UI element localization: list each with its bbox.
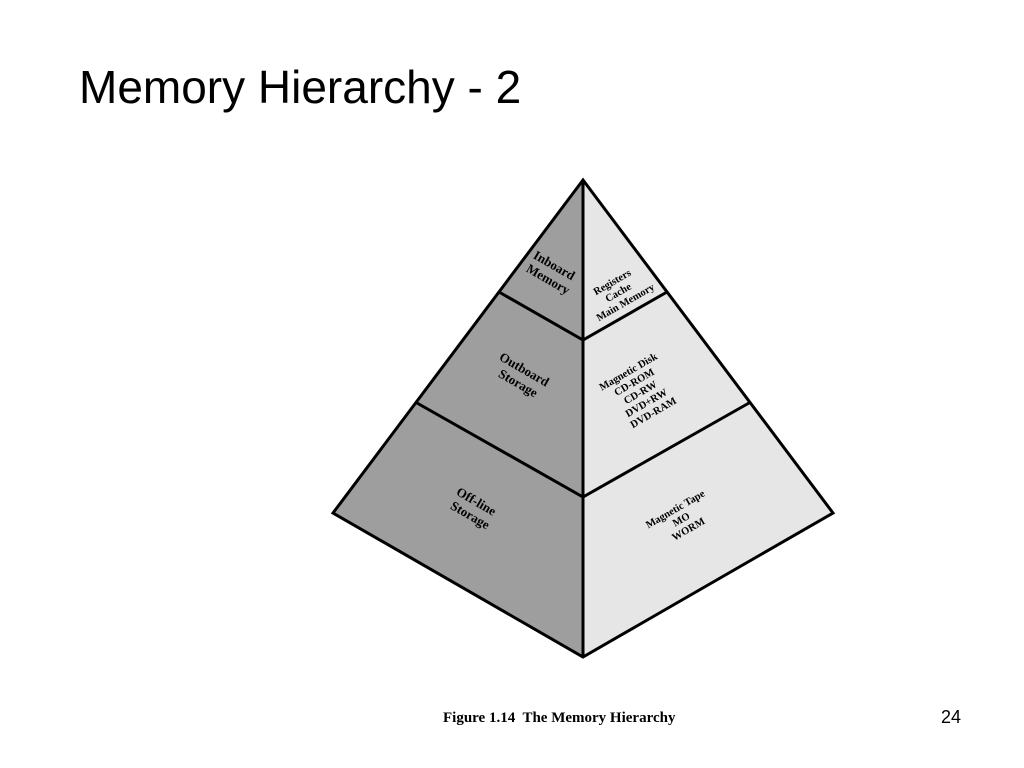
slide-number: 24 <box>941 707 962 727</box>
figure-caption: Figure 1.14 The Memory Hierarchy <box>443 710 676 726</box>
pyramid-left-face <box>333 180 583 657</box>
pyramid-right-face <box>583 180 833 657</box>
slide-title: Memory Hierarchy - 2 <box>79 61 522 113</box>
